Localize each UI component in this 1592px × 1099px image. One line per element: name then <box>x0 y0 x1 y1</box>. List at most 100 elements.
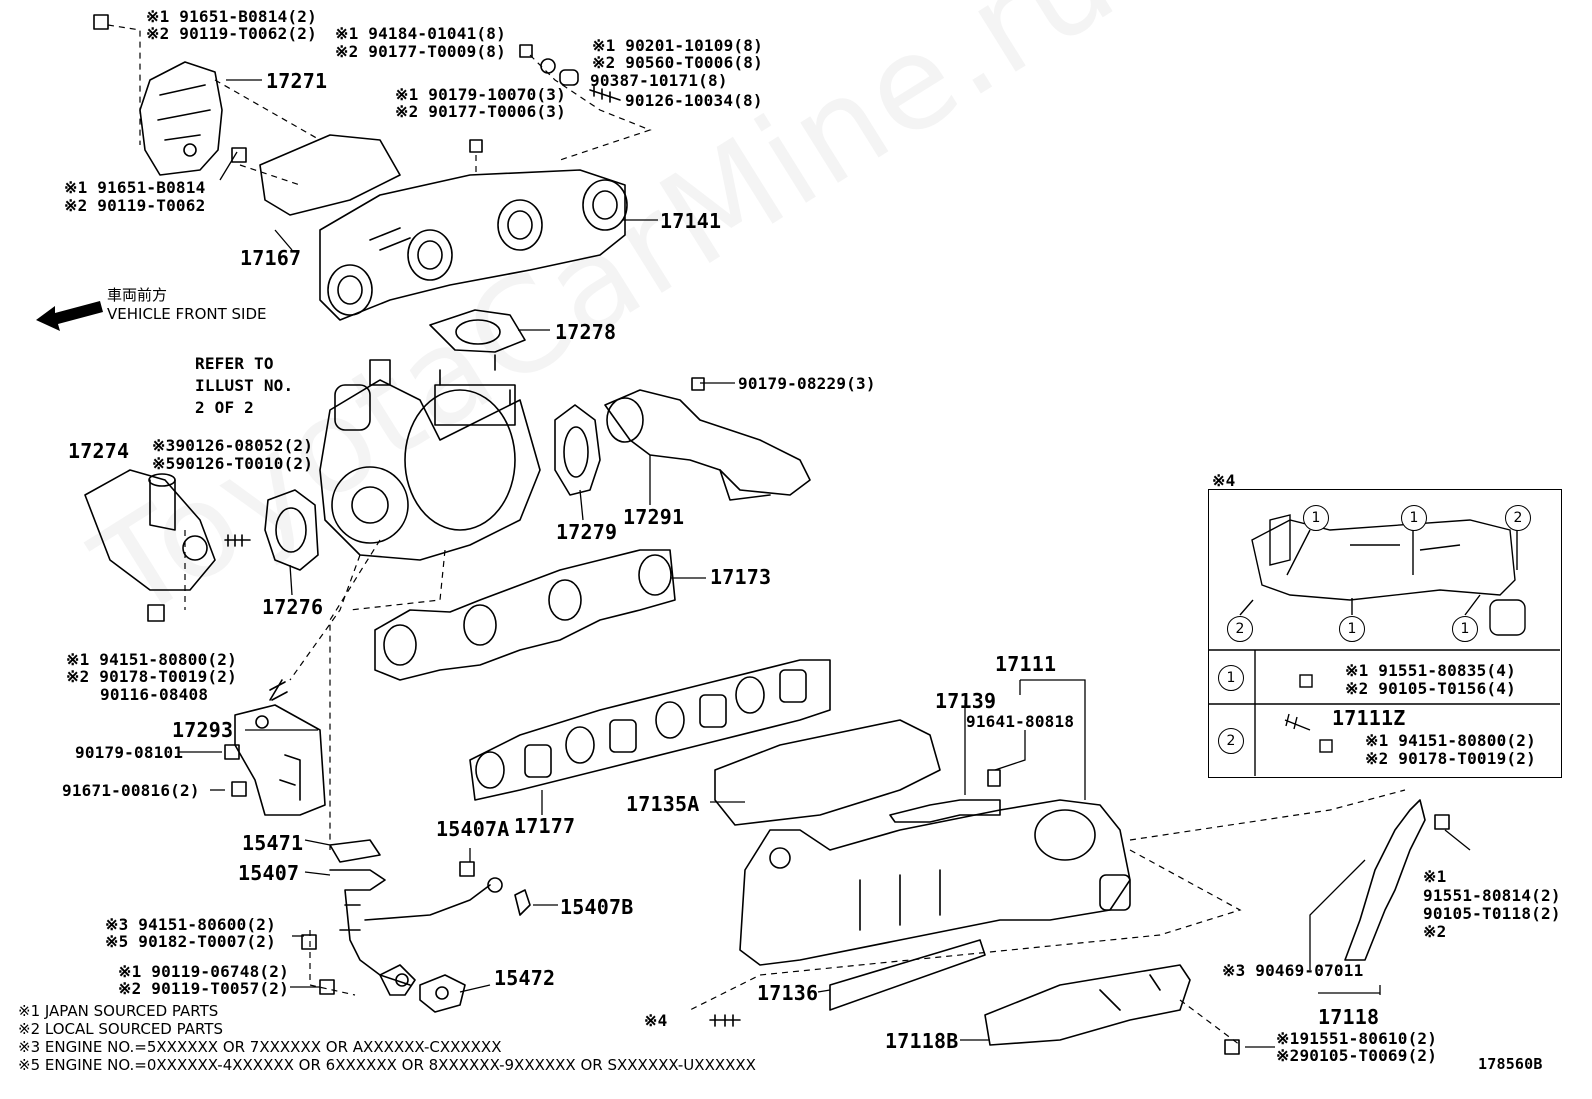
callout-bolt-i: 91671-00816(2) <box>62 781 200 800</box>
callout-nut-h: 90179-08101 <box>75 743 184 762</box>
gasket-15472 <box>419 974 466 1013</box>
inset-row-1-b: ※2 90105-T0156(4) <box>1345 679 1516 698</box>
part-17136: 17136 <box>757 981 819 1005</box>
callout-nut-e: 90179-08229(3) <box>738 374 876 393</box>
part-17111Z: 17111Z <box>1332 706 1406 730</box>
gasket-17177 <box>469 659 831 801</box>
part-15471: 15471 <box>242 831 304 855</box>
part-17118: 17118 <box>1318 1005 1380 1029</box>
figure-id: 178560B <box>1478 1055 1543 1073</box>
insulator-17118B <box>984 964 1191 1046</box>
callout-nut-k1: ※3 94151-80600(2) <box>105 915 276 934</box>
callout-nut-c2: ※2 90177-T0006(3) <box>395 102 566 121</box>
callout-nut-k2: ※5 90182-T0007(2) <box>105 932 276 951</box>
callout-washer-a2: ※2 90177-T0009(8) <box>335 42 506 61</box>
exhaust-manifold-17141 <box>259 134 628 321</box>
refer-line-3: 2 OF 2 <box>195 398 254 417</box>
inset-callout-2a: 2 <box>1505 505 1531 531</box>
part-17135A: 17135A <box>626 792 700 816</box>
footnote-2: ※2 LOCAL SOURCED PARTS <box>18 1020 223 1038</box>
part-17293: 17293 <box>172 718 234 742</box>
part-17118B: 17118B <box>885 1029 959 1053</box>
callout-bolt-n: ※3 90469-07011 <box>1222 961 1364 980</box>
callout-stud-f2: ※590126-T0010(2) <box>152 454 314 473</box>
callout-bolt-a1: ※1 91651-B0814(2) <box>146 7 317 26</box>
callout-bolt-o2: ※290105-T0069(2) <box>1276 1046 1438 1065</box>
gasket-17279 <box>554 404 601 496</box>
footnote-5: ※5 ENGINE NO.=0XXXXXX-4XXXXXX OR 6XXXXXX… <box>18 1056 756 1074</box>
heat-insulator-17271 <box>139 61 223 176</box>
part-17271: 17271 <box>266 69 328 93</box>
inset-row-2-a: ※1 94151-80800(2) <box>1365 731 1536 750</box>
callout-nut-b1: ※1 90201-10109(8) <box>592 36 763 55</box>
callout-bolt-o1: ※191551-80610(2) <box>1276 1029 1438 1048</box>
part-15407B: 15407B <box>560 895 634 919</box>
direction-label-jp: 車両前方 <box>107 286 168 304</box>
inset-row-1-key: 1 <box>1218 665 1244 691</box>
part-17274: 17274 <box>68 439 130 463</box>
callout-nut-b2: ※2 90560-T0006(8) <box>592 53 763 72</box>
part-17139: 17139 <box>935 689 997 713</box>
inset-row-1-a: ※1 91551-80835(4) <box>1345 661 1516 680</box>
part-17291: 17291 <box>623 505 685 529</box>
turbocharger <box>319 354 541 561</box>
part-17111: 17111 <box>995 652 1057 676</box>
callout-nut-c1: ※1 90179-10070(3) <box>395 85 566 104</box>
callout-washer-a1: ※1 94184-01041(8) <box>335 24 506 43</box>
gasket-17276 <box>264 489 319 571</box>
refer-line-2: ILLUST NO. <box>195 376 294 395</box>
callout-nut-g1: ※1 94151-80800(2) <box>66 650 237 669</box>
callout-bolt-m4: ※2 <box>1423 922 1447 941</box>
callout-stud-f1: ※390126-08052(2) <box>152 436 314 455</box>
callout-bolt-m2: 91551-80814(2) <box>1423 886 1561 905</box>
bracket-17118 <box>1344 799 1426 961</box>
gasket-17173 <box>374 549 676 681</box>
part-17278: 17278 <box>555 320 617 344</box>
callout-bolt-j: 91641-80818 <box>966 712 1075 731</box>
callout-bolt-l1: ※1 90119-06748(2) <box>118 962 289 981</box>
callout-bolt-m3: 90105-T0118(2) <box>1423 904 1561 923</box>
insulator-17136 <box>829 939 986 1011</box>
callout-nut-g2: ※2 90178-T0019(2) <box>66 667 237 686</box>
callout-bolt-m1: ※1 <box>1423 867 1447 886</box>
callout-bolt-a2: ※2 90119-T0062(2) <box>146 24 317 43</box>
bracket-17139 <box>889 799 1001 823</box>
plate-15471 <box>329 839 381 863</box>
vehicle-front-arrow <box>36 301 103 331</box>
inset-row-2-b: ※2 90178-T0019(2) <box>1365 749 1536 768</box>
inset-mark: ※4 <box>1212 471 1236 490</box>
callout-spacer: 90387-10171(8) <box>590 71 728 90</box>
inset-panel <box>1208 489 1562 778</box>
callout-bolt-l2: ※2 90119-T0057(2) <box>118 979 289 998</box>
inset-row-2-key: 2 <box>1218 728 1244 754</box>
part-15407: 15407 <box>238 861 300 885</box>
part-17141: 17141 <box>660 209 722 233</box>
part-17276: 17276 <box>262 595 324 619</box>
part-17279: 17279 <box>556 520 618 544</box>
inset-callout-2b: 2 <box>1227 616 1253 642</box>
callout-bolt-d2: ※2 90119-T0062 <box>64 196 206 215</box>
inset-callout-1d: 1 <box>1452 616 1478 642</box>
callout-stud: 90126-10034(8) <box>625 91 763 110</box>
part-17177: 17177 <box>514 814 576 838</box>
inset-callout-1a: 1 <box>1303 505 1329 531</box>
callout-mark-4: ※4 <box>644 1011 668 1030</box>
direction-label-en: VEHICLE FRONT SIDE <box>107 305 267 323</box>
exhaust-pipe-17291 <box>604 389 811 501</box>
inset-callout-1c: 1 <box>1339 616 1365 642</box>
footnote-1: ※1 JAPAN SOURCED PARTS <box>18 1002 219 1020</box>
gasket-17278 <box>429 309 526 353</box>
callout-stud-g3: 90116-08408 <box>100 685 209 704</box>
refer-line-1: REFER TO <box>195 354 274 373</box>
bracket-17293 <box>234 704 326 816</box>
part-15407A: 15407A <box>436 817 510 841</box>
intake-pipe-17274 <box>84 469 216 591</box>
egr-pipe-15407 <box>329 869 411 986</box>
part-17173: 17173 <box>710 565 772 589</box>
inset-callout-1b: 1 <box>1401 505 1427 531</box>
intake-manifold-17111 <box>714 719 1131 966</box>
footnote-3: ※3 ENGINE NO.=5XXXXXX OR 7XXXXXX OR AXXX… <box>18 1038 502 1056</box>
part-15472: 15472 <box>494 966 556 990</box>
